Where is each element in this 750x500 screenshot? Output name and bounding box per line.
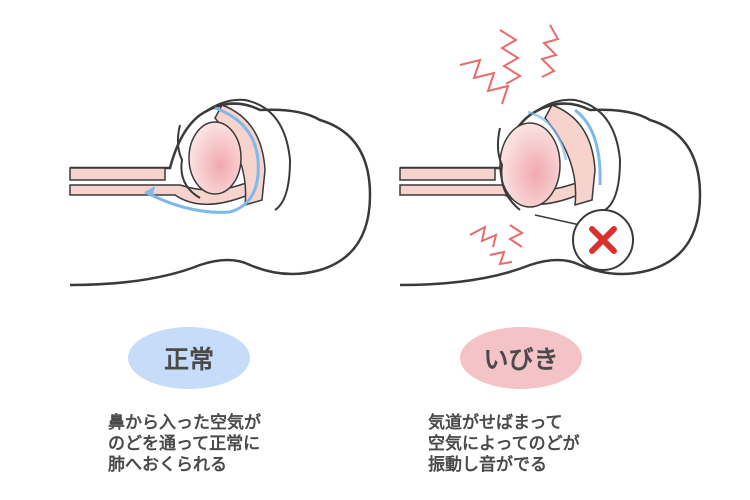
vibration-lines-icon bbox=[459, 24, 560, 266]
airflow-arrow-icon bbox=[574, 108, 602, 186]
description-line: 肺へおくられる bbox=[108, 455, 227, 475]
normal-description: 鼻から入った空気が のどを通って正常に 肺へおくられる bbox=[108, 413, 261, 476]
airflow-arrow-icon bbox=[144, 106, 260, 214]
snoring-badge: いびき bbox=[460, 327, 582, 389]
normal-badge: 正常 bbox=[128, 327, 250, 389]
normal-airway-figure bbox=[68, 98, 372, 287]
description-line: 振動し音がでる bbox=[428, 455, 547, 475]
cross-icon bbox=[589, 226, 617, 254]
description-line: 気道がせばまって bbox=[428, 413, 563, 433]
snoring-description: 気道がせばまって 空気によってのどが 振動し音がでる bbox=[428, 413, 580, 476]
description-line: 空気によってのどが bbox=[428, 434, 580, 454]
snoring-airway-figure bbox=[398, 24, 702, 287]
description-line: のどを通って正常に bbox=[108, 434, 261, 454]
description-line: 鼻から入った空気が bbox=[108, 413, 261, 433]
